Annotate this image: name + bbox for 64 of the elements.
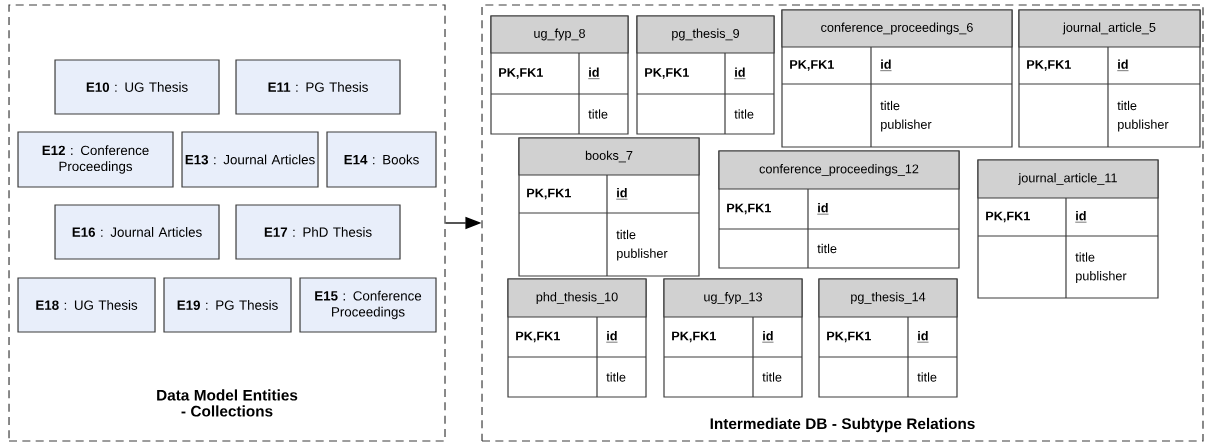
field-name: id: [1117, 59, 1129, 71]
field-name: id: [588, 67, 600, 79]
table: [781, 9, 1013, 148]
key-label: PK,FK1: [727, 203, 771, 215]
table: [490, 15, 629, 135]
table-name: conference_proceedings_6: [821, 22, 973, 35]
field-name: publisher: [1076, 271, 1127, 283]
entity-box: E11 : PG Thesis: [235, 59, 401, 115]
entity-box: E16 : Journal Articles: [54, 204, 220, 260]
table: [977, 159, 1159, 299]
field-name: id: [762, 331, 774, 343]
field-name: id: [917, 331, 929, 343]
key-label: PK,FK1: [827, 331, 871, 343]
table-name: ug_fyp_8: [534, 28, 585, 41]
key-label: PK,FK1: [645, 68, 689, 79]
field-name: id: [734, 67, 746, 79]
table: [818, 278, 958, 398]
table-name: pg_thesis_9: [672, 28, 740, 41]
field-name: title: [917, 372, 937, 382]
key-label: PK,FK1: [1027, 60, 1071, 71]
table: [518, 137, 700, 277]
table: [636, 15, 775, 135]
entity-box: E15 : Conference Proceedings: [299, 277, 437, 333]
field-name: id: [606, 331, 618, 343]
entity-box: E14 : Books: [326, 131, 437, 188]
table-name: conference_proceedings_12: [759, 164, 919, 176]
entity-box: E13 : Journal Articles: [181, 131, 319, 188]
entity-box: E17 : PhD Thesis: [235, 204, 401, 260]
field-name: title: [817, 243, 837, 254]
table-name: journal_article_5: [1062, 22, 1156, 35]
field-name: title: [734, 109, 754, 119]
table-name: ug_fyp_13: [704, 292, 762, 304]
table: [1018, 9, 1201, 148]
entity-box: E10 : UG Thesis: [54, 59, 220, 115]
field-name: id: [1075, 211, 1087, 223]
key-label: PK,FK1: [499, 68, 543, 79]
field-name: title: [616, 229, 636, 240]
key-label: PK,FK1: [516, 331, 560, 343]
table-name: pg_thesis_14: [851, 292, 926, 304]
table-name: phd_thesis_10: [536, 292, 618, 304]
key-label: PK,FK1: [672, 331, 716, 343]
table-name: books_7: [585, 150, 633, 163]
field-name: id: [880, 59, 892, 71]
field-name: title: [762, 372, 782, 382]
key-label: PK,FK1: [986, 211, 1030, 223]
table: [507, 278, 647, 398]
field-name: title: [588, 109, 608, 119]
field-name: publisher: [617, 248, 668, 261]
entity-box: E19 : PG Thesis: [163, 277, 292, 333]
field-name: title: [1117, 100, 1137, 111]
field-name: title: [606, 372, 626, 382]
table: [663, 278, 803, 398]
key-label: PK,FK1: [527, 188, 571, 200]
field-name: title: [1075, 252, 1095, 262]
field-name: title: [880, 100, 900, 111]
field-name: id: [817, 203, 829, 215]
field-name: publisher: [881, 119, 932, 132]
entity-box: E12 : Conference Proceedings: [17, 131, 174, 188]
key-label: PK,FK1: [790, 60, 834, 71]
table: [718, 150, 960, 269]
table-name: journal_article_11: [1018, 173, 1117, 185]
field-name: publisher: [1118, 119, 1169, 132]
field-name: id: [616, 188, 628, 200]
entity-box: E18 : UG Thesis: [17, 277, 156, 333]
